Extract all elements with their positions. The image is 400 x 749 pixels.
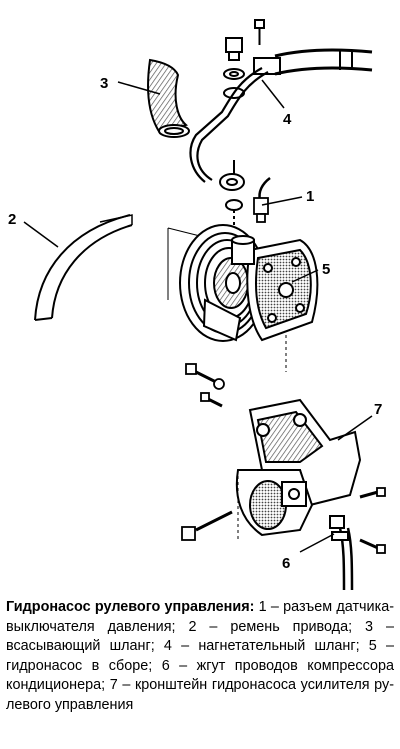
- callout-1: 1: [306, 188, 314, 205]
- pressure-switch-connector: [253, 177, 271, 223]
- callout-4: 4: [283, 111, 292, 128]
- pressure-hose: [189, 19, 373, 238]
- pump-assembly: [167, 224, 319, 372]
- drive-belt: [34, 214, 133, 321]
- callout-5: 5: [322, 261, 330, 278]
- figure-caption: Гидронасос рулевого управления: 1 – разъ…: [6, 598, 394, 716]
- callout-3: 3: [100, 75, 108, 92]
- steering-pump-diagram: 1 2 3 4 5 7 6: [8, 19, 386, 590]
- mounting-bolts: [181, 363, 386, 554]
- caption-title: Гидронасос рулевого управления:: [6, 599, 255, 615]
- callout-7: 7: [374, 401, 382, 418]
- suction-hose: [147, 58, 190, 138]
- caption-body: 1 – разъ­ем датчика-выключателя давления…: [6, 599, 394, 713]
- callout-numbers: 1 2 3 4 5 7 6: [8, 75, 382, 572]
- callout-2: 2: [8, 211, 16, 228]
- callout-6: 6: [282, 555, 290, 572]
- pump-bracket: [235, 398, 362, 540]
- leader-lines: [23, 79, 373, 553]
- ac-harness: [329, 515, 354, 590]
